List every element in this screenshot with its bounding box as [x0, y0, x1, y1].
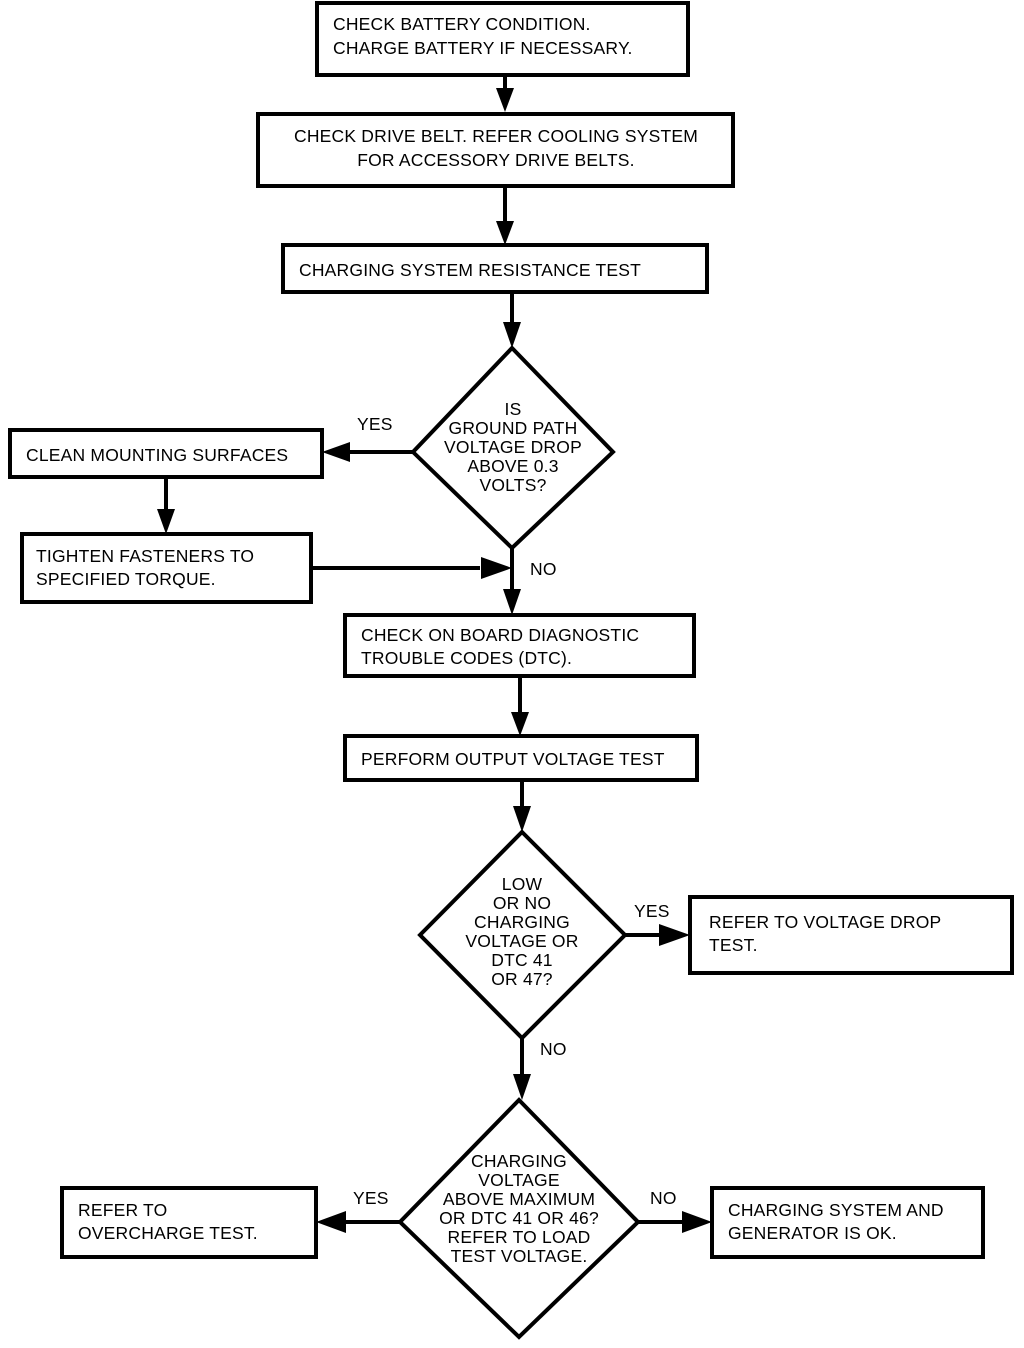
- node-check-drive-belt: CHECK DRIVE BELT. REFER COOLING SYSTEM F…: [256, 112, 735, 188]
- edge-label-d2-no: NO: [540, 1039, 567, 1059]
- connector-n5-to-no-junction: [311, 557, 512, 579]
- connector-d2-no-to-d3: [513, 1038, 531, 1100]
- node-n5-line1: TIGHTEN FASTENERS TO: [36, 546, 254, 566]
- node-n1-line1: CHECK BATTERY CONDITION.: [333, 14, 591, 34]
- node-n6-line2: TROUBLE CODES (DTC).: [361, 648, 572, 668]
- node-n8-line2: TEST.: [709, 935, 758, 955]
- connector-d2-yes-to-n8: [625, 924, 690, 946]
- node-charging-system-resistance-test: CHARGING SYSTEM RESISTANCE TEST: [281, 243, 709, 294]
- decision-d3-line6: TEST VOLTAGE.: [451, 1246, 588, 1266]
- connector-n4-to-n5: [157, 477, 175, 534]
- decision-d1-line1: IS: [505, 399, 522, 419]
- node-perform-output-voltage-test: PERFORM OUTPUT VOLTAGE TEST: [343, 734, 699, 782]
- node-refer-to-overcharge-test: REFER TO OVERCHARGE TEST.: [60, 1186, 318, 1259]
- node-refer-to-voltage-drop-test: REFER TO VOLTAGE DROP TEST.: [688, 895, 1014, 975]
- decision-d2-line2: OR NO: [493, 893, 551, 913]
- decision-d1-line3: VOLTAGE DROP: [444, 437, 582, 457]
- connector-n2-to-n3: [496, 186, 514, 245]
- node-n5-line2: SPECIFIED TORQUE.: [36, 569, 216, 589]
- node-charging-system-ok: CHARGING SYSTEM AND GENERATOR IS OK.: [710, 1186, 985, 1259]
- node-n1-line2: CHARGE BATTERY IF NECESSARY.: [333, 38, 633, 58]
- decision-d1-line4: ABOVE 0.3: [467, 456, 558, 476]
- edge-label-d2-yes: YES: [634, 901, 670, 921]
- node-n2-line2: FOR ACCESSORY DRIVE BELTS.: [357, 150, 635, 170]
- decision-d2-line6: OR 47?: [491, 969, 553, 989]
- node-n9-line2: OVERCHARGE TEST.: [78, 1223, 258, 1243]
- decision-d1-line2: GROUND PATH: [449, 418, 578, 438]
- node-tighten-fasteners: TIGHTEN FASTENERS TO SPECIFIED TORQUE.: [20, 532, 313, 604]
- connector-n3-to-d1: [503, 292, 521, 348]
- edge-label-d3-no: NO: [650, 1188, 677, 1208]
- node-n2-line1: CHECK DRIVE BELT. REFER COOLING SYSTEM: [294, 126, 698, 146]
- node-n10-line2: GENERATOR IS OK.: [728, 1223, 897, 1243]
- node-check-battery-condition: CHECK BATTERY CONDITION. CHARGE BATTERY …: [315, 1, 690, 77]
- decision-charging-voltage-above-maximum: CHARGING VOLTAGE ABOVE MAXIMUM OR DTC 41…: [397, 1097, 641, 1340]
- edge-label-d1-yes: YES: [357, 414, 393, 434]
- connector-n7-to-d2: [513, 780, 531, 832]
- connector-n1-to-n2: [496, 75, 514, 112]
- decision-d2-line1: LOW: [502, 874, 543, 894]
- connector-n6-to-n7: [511, 676, 529, 736]
- node-n7-line1: PERFORM OUTPUT VOLTAGE TEST: [361, 749, 665, 769]
- decision-ground-path-voltage-drop: IS GROUND PATH VOLTAGE DROP ABOVE 0.3 VO…: [410, 345, 616, 551]
- node-n10-line1: CHARGING SYSTEM AND: [728, 1200, 944, 1220]
- decision-d2-line4: VOLTAGE OR: [465, 931, 578, 951]
- edge-label-d3-yes: YES: [353, 1188, 389, 1208]
- decision-d2-line5: DTC 41: [491, 950, 553, 970]
- decision-d3-line1: CHARGING: [471, 1151, 567, 1171]
- decision-low-or-no-charging-voltage: LOW OR NO CHARGING VOLTAGE OR DTC 41 OR …: [417, 829, 628, 1041]
- node-n9-line1: REFER TO: [78, 1200, 167, 1220]
- edge-label-d1-no: NO: [530, 559, 557, 579]
- node-n8-line1: REFER TO VOLTAGE DROP: [709, 912, 941, 932]
- connector-d1-no-to-n6: [503, 548, 521, 615]
- decision-d3-line2: VOLTAGE: [478, 1170, 559, 1190]
- decision-d3-line5: REFER TO LOAD: [448, 1227, 591, 1247]
- node-n4-line1: CLEAN MOUNTING SURFACES: [26, 445, 288, 465]
- decision-d1-line5: VOLTS?: [479, 475, 546, 495]
- node-clean-mounting-surfaces: CLEAN MOUNTING SURFACES: [8, 428, 324, 479]
- connector-d3-yes-to-n9: [316, 1211, 400, 1233]
- connector-d3-no-to-n10: [638, 1211, 712, 1233]
- decision-d3-line3: ABOVE MAXIMUM: [443, 1189, 595, 1209]
- node-n3-line1: CHARGING SYSTEM RESISTANCE TEST: [299, 260, 641, 280]
- decision-d3-line4: OR DTC 41 OR 46?: [439, 1208, 599, 1228]
- node-check-dtc: CHECK ON BOARD DIAGNOSTIC TROUBLE CODES …: [343, 613, 696, 678]
- decision-d2-line3: CHARGING: [474, 912, 570, 932]
- connector-d1-yes-to-n4: [322, 442, 413, 462]
- node-n6-line1: CHECK ON BOARD DIAGNOSTIC: [361, 625, 639, 645]
